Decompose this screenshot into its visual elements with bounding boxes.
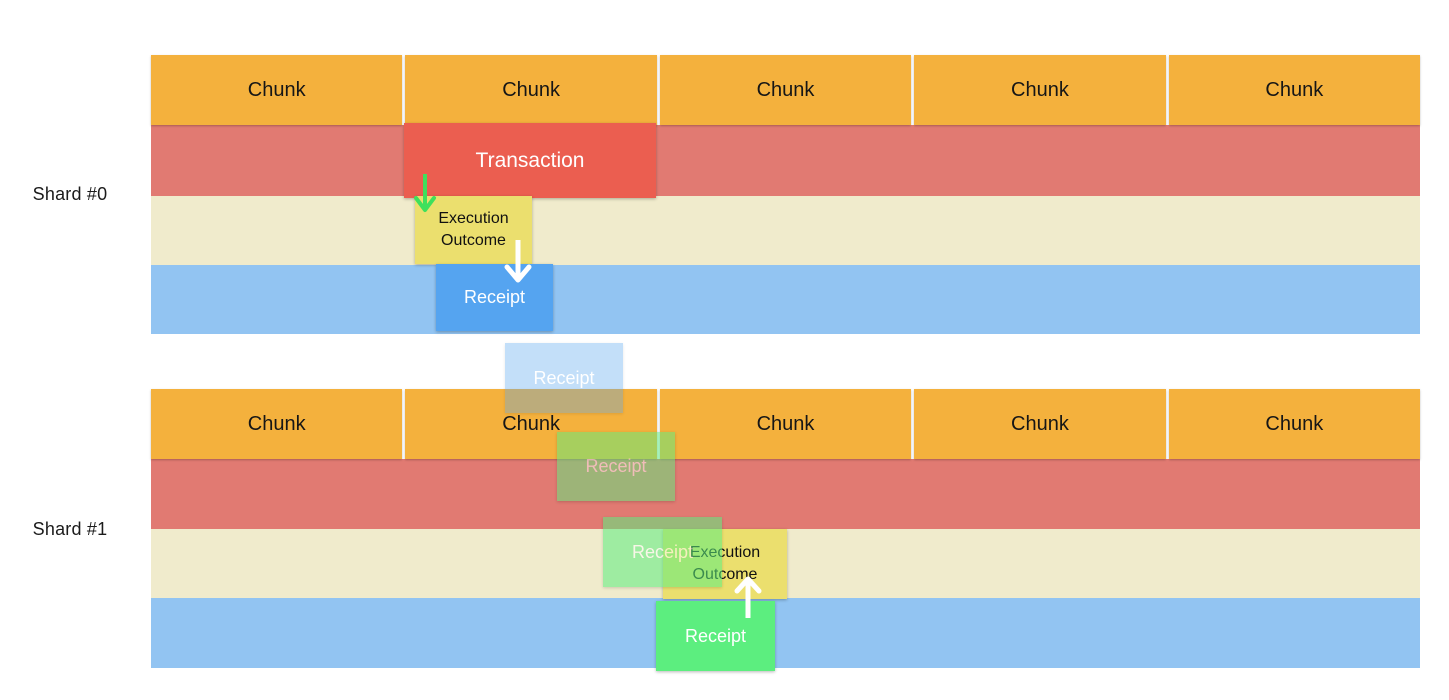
- shard-0-outcome-band: [151, 196, 1420, 265]
- shard-0-label: Shard #0: [32, 184, 108, 204]
- shard-1-label: Shard #1: [32, 519, 108, 539]
- shard-1-chunk-row: Chunk Chunk Chunk Chunk Chunk: [151, 389, 1421, 459]
- receipt-fade-in-box: Receipt: [603, 517, 722, 587]
- shard-1-receipt-band: [151, 598, 1420, 668]
- chunk-box: Chunk: [1168, 55, 1421, 125]
- shard-0-chunk-row: Chunk Chunk Chunk Chunk Chunk: [151, 55, 1421, 125]
- transaction-box: Transaction: [404, 123, 656, 198]
- chunk-box: Chunk: [914, 55, 1166, 125]
- receipt-box: Receipt: [436, 264, 553, 331]
- shard-1-diagram: Chunk Chunk Chunk Chunk Chunk: [151, 389, 1421, 668]
- chunk-box: Chunk: [659, 55, 912, 125]
- chunk-box: Chunk: [659, 389, 912, 459]
- receipt-fade-in-box: Receipt: [557, 432, 675, 501]
- green-down-arrow-icon: [412, 172, 438, 214]
- execution-outcome-box: Execution Outcome: [415, 196, 532, 264]
- receipt-box: Receipt: [656, 601, 775, 671]
- chunk-box: Chunk: [1168, 389, 1421, 459]
- shard-0-diagram: Chunk Chunk Chunk Chunk Chunk: [151, 55, 1421, 334]
- white-down-arrow-icon: [503, 238, 533, 284]
- chunk-box: Chunk: [405, 55, 657, 125]
- chunk-box: Chunk: [914, 389, 1166, 459]
- chunk-box: Chunk: [151, 389, 403, 459]
- white-up-arrow-icon: [733, 576, 763, 620]
- shard-1-transaction-band: [151, 459, 1420, 529]
- receipt-fading-box: Receipt: [505, 343, 623, 413]
- shard-0-transaction-band: [151, 125, 1420, 196]
- shard-0-receipt-band: [151, 265, 1420, 334]
- chunk-box: Chunk: [151, 55, 403, 125]
